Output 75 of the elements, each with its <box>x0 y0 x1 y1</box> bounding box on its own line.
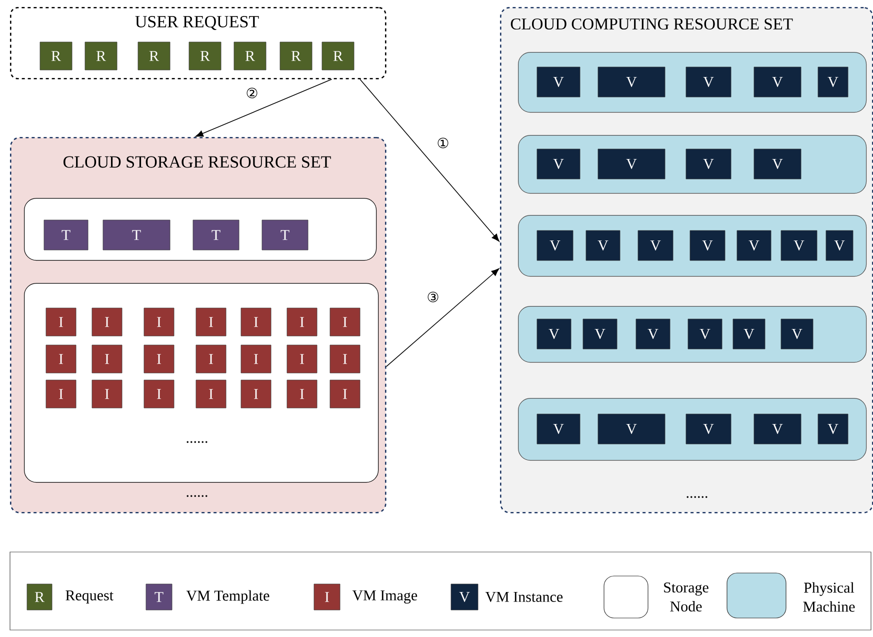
edge-label: ② <box>244 86 260 100</box>
template-box: T <box>102 220 170 250</box>
image-box: I <box>330 380 360 408</box>
request-box: R <box>234 42 266 70</box>
instance-box: V <box>536 230 574 261</box>
instance-box: V <box>754 414 802 444</box>
swatch-letter: I <box>325 592 329 602</box>
image-box: I <box>330 308 360 336</box>
image-box: I <box>196 344 226 374</box>
image-box: I <box>286 344 318 374</box>
instance-box: V <box>586 230 620 261</box>
swatch-letter: T <box>154 592 164 602</box>
request-box: R <box>188 42 222 70</box>
image-box: I <box>144 380 174 408</box>
image-box: I <box>92 344 122 374</box>
legend-text: Request <box>66 590 114 604</box>
image-box: I <box>92 308 122 336</box>
template-box: T <box>192 220 240 250</box>
arrow <box>386 268 500 367</box>
instance-box: V <box>818 414 848 444</box>
instance-box: V <box>736 230 772 261</box>
edge-label: ① <box>436 136 450 150</box>
image-box: I <box>286 380 318 408</box>
swatch-letter: V <box>459 592 470 602</box>
instance-box: V <box>686 414 732 444</box>
legend-text: VM Template <box>186 590 270 604</box>
instance-box: V <box>826 230 854 261</box>
instance-box: V <box>582 318 618 350</box>
request-box: R <box>84 42 118 70</box>
instance-box: V <box>536 414 580 444</box>
instance-box: V <box>536 66 580 98</box>
request-box: R <box>322 42 354 70</box>
legend-text: VM Instance <box>485 592 563 602</box>
arrow <box>195 78 332 137</box>
image-box: I <box>196 380 226 408</box>
instance-box: V <box>732 318 766 350</box>
image-box: I <box>46 308 76 336</box>
arrow <box>360 78 500 242</box>
instance-box: V <box>636 318 670 350</box>
legend-text: Storage Node <box>664 582 708 612</box>
request-box: R <box>280 42 312 70</box>
swatch-letter: R <box>34 592 44 602</box>
image-box: I <box>92 380 122 408</box>
instance-box: V <box>780 318 814 350</box>
template-box: T <box>262 220 308 250</box>
instance-box: V <box>686 148 732 180</box>
image-box: I <box>46 380 76 408</box>
instance-box: V <box>686 66 732 98</box>
image-box: I <box>196 308 226 336</box>
instance-box: V <box>536 318 572 350</box>
image-box: I <box>46 344 76 374</box>
instance-box: V <box>780 230 818 261</box>
instance-box: V <box>818 66 848 98</box>
instance-box: V <box>638 230 674 261</box>
legend-text: Physical Machine <box>803 582 855 612</box>
image-box: I <box>286 308 318 336</box>
image-box: I <box>144 344 174 374</box>
request-box: R <box>138 42 170 70</box>
template-box: T <box>44 220 88 250</box>
instance-box: V <box>536 148 580 180</box>
instance-box: V <box>598 148 666 180</box>
instance-box: V <box>754 148 802 180</box>
instance-box: V <box>754 66 802 98</box>
instance-box: V <box>690 230 726 261</box>
instance-box: V <box>598 414 666 444</box>
request-box: R <box>40 42 72 70</box>
edge-label: ③ <box>426 290 440 304</box>
image-box: I <box>330 344 360 374</box>
image-box: I <box>240 344 272 374</box>
legend-text: VM Image <box>352 590 418 604</box>
instance-box: V <box>688 318 722 350</box>
image-box: I <box>240 380 272 408</box>
instance-box: V <box>598 66 666 98</box>
image-box: I <box>240 308 272 336</box>
image-box: I <box>144 308 174 336</box>
